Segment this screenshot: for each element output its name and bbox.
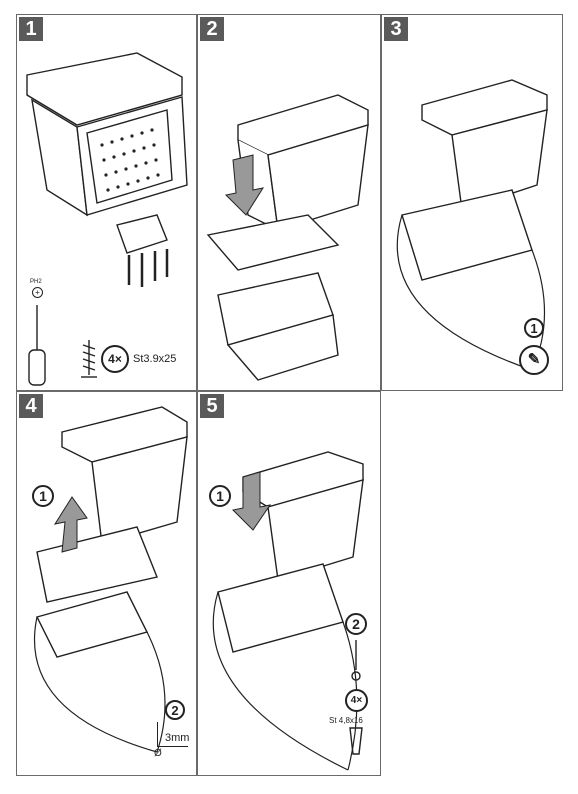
step-number: 5 [200, 394, 224, 418]
step-3-panel: 3 1 ✎ [381, 14, 563, 391]
callout-2: 2 [165, 700, 185, 720]
screw-spec-label: St3.9x25 [133, 353, 177, 365]
phillips-bit-icon: + [32, 287, 43, 298]
step-5-panel: 5 1 2 4× St 4,8x16 [197, 391, 381, 776]
step-1-panel: 1 [16, 14, 197, 391]
drill-size-label: 3mm [165, 732, 190, 744]
armrest-with-bracket-illustration [26, 52, 188, 386]
armrest-cover-marking-illustration [396, 79, 548, 371]
callout-1: 1 [524, 318, 544, 338]
callout-2: 2 [345, 613, 367, 635]
drill-bit-icon [157, 722, 188, 747]
step-number: 3 [384, 17, 408, 41]
armrest-lifting-illustration [33, 406, 188, 753]
step-2-panel: 2 [197, 14, 381, 391]
armrest-fixing-illustration [212, 451, 364, 771]
tool-label: PH2 [30, 279, 42, 285]
step-4-panel: 4 1 2 Ø 3mm [16, 391, 197, 776]
callout-1: 1 [32, 485, 54, 507]
quantity-badge: 4× [101, 345, 129, 373]
marker-pen-icon: ✎ [519, 345, 549, 375]
screw-spec-label: St 4,8x16 [329, 716, 363, 725]
step-number: 2 [200, 17, 224, 41]
drill-symbol: Ø [154, 748, 162, 759]
armrest-lowering-illustration [206, 94, 369, 381]
callout-1: 1 [209, 485, 231, 507]
quantity-badge: 4× [345, 689, 368, 712]
step-number: 1 [19, 17, 43, 41]
step-number: 4 [19, 394, 43, 418]
